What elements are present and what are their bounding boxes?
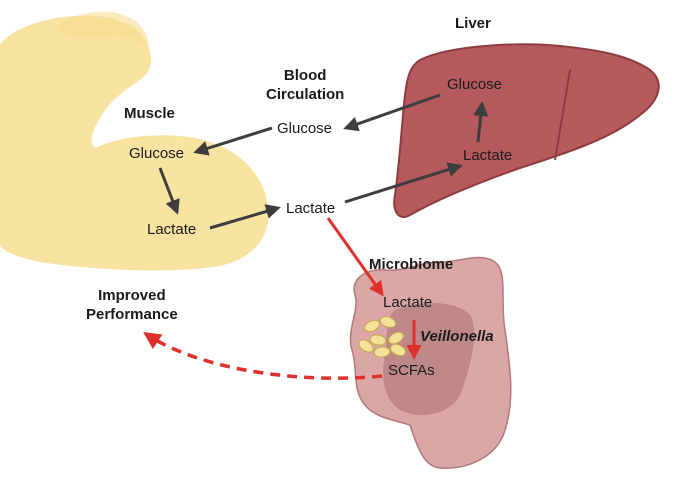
liver-title: Liver [455,15,491,32]
microbiome-lactate-label: Lactate [383,294,433,311]
blood-title-line2: Circulation [266,86,345,103]
arrow-muscle-glucose-to-lactate [158,167,180,215]
scfas-label: SCFAs [388,362,435,379]
bacterium-cell [389,343,407,357]
arrow-blood-lactate-to-liver-lactate [344,162,463,204]
intestine-shape [349,256,512,469]
bacterium-cell [388,331,404,345]
muscle-title: Muscle [124,105,175,122]
microbiome-title: Microbiome [369,256,454,273]
performance-line1: Improved [98,287,166,304]
performance-line2: Performance [86,306,178,323]
bacterium-cell [363,319,381,333]
arrow-liver-glucose-to-blood-glucose [343,93,441,132]
muscle-lactate-label: Lactate [147,221,197,238]
blood-lactate-label: Lactate [286,200,336,217]
blood-glucose-label: Glucose [277,120,333,137]
blood-title-line1: Blood [283,67,327,84]
liver-glucose-label: Glucose [447,76,503,93]
arrow-muscle-lactate-to-blood-lactate [209,204,281,230]
veillonella-bacteria [358,316,407,358]
liver-lactate-label: Lactate [463,147,513,164]
bacterium-cell [379,316,397,328]
liver-shape [393,43,660,218]
arrow-scfas-to-performance [143,332,383,380]
bacterium-cell [373,346,391,358]
bacterium-cell [369,334,387,346]
blood-circulation-title: Blood Circulation [266,66,344,104]
bacterium-cell [358,339,374,353]
arrow-blood-lactate-to-microbiome [326,217,384,297]
arrow-blood-glucose-to-muscle-glucose [193,126,273,156]
veillonella-label: Veillonella [420,328,494,345]
improved-performance-title: Improved Performance [86,286,178,324]
arrow-liver-lactate-to-glucose [473,101,489,143]
muscle-shape [0,11,269,271]
muscle-glucose-label: Glucose [129,145,185,162]
